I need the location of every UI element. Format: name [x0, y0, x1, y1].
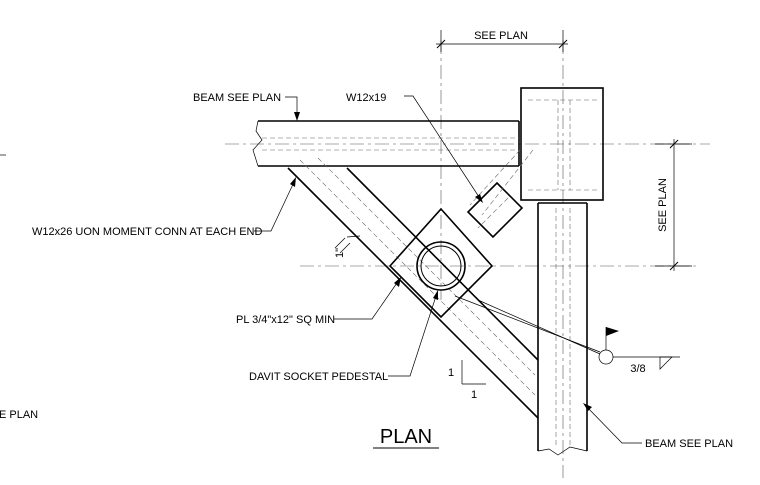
see-plan-right-label: SEE PLAN: [657, 178, 669, 232]
see-plan-top-label: SEE PLAN: [474, 30, 528, 42]
weld-size-label: 3/8: [630, 363, 645, 375]
top-dimension: [436, 30, 568, 52]
plan-title: PLAN: [380, 426, 432, 448]
slope-indicator: [461, 360, 486, 385]
leader-lines: [254, 95, 642, 444]
left-clipped-label: E PLAN: [0, 409, 38, 421]
plate-label: PL 3/4"x12" SQ MIN: [236, 314, 335, 326]
column-box: [520, 87, 604, 201]
w12x26-label: W12x26 UON MOMENT CONN AT EACH END: [32, 226, 262, 238]
base-plate: [388, 207, 494, 319]
weld-symbol: [454, 295, 680, 370]
beam-see-plan-bottom-label: BEAM SEE PLAN: [645, 438, 733, 450]
vertical-beam: [537, 202, 588, 456]
centerlines: [225, 40, 710, 478]
one-inch-label: 1": [334, 248, 346, 258]
slope-run-label: 1: [471, 389, 477, 401]
w12x19-stub: [466, 149, 534, 239]
davit-label: DAVIT SOCKET PEDESTAL: [249, 371, 388, 383]
beam-see-plan-top-label: BEAM SEE PLAN: [193, 92, 281, 104]
davit-socket: [416, 241, 466, 291]
right-dimension: [655, 139, 692, 271]
slope-rise-label: 1: [448, 367, 454, 379]
w12x19-label: W12x19: [346, 92, 386, 104]
diagonal-brace: [287, 157, 539, 419]
horizontal-beam: [252, 120, 520, 167]
